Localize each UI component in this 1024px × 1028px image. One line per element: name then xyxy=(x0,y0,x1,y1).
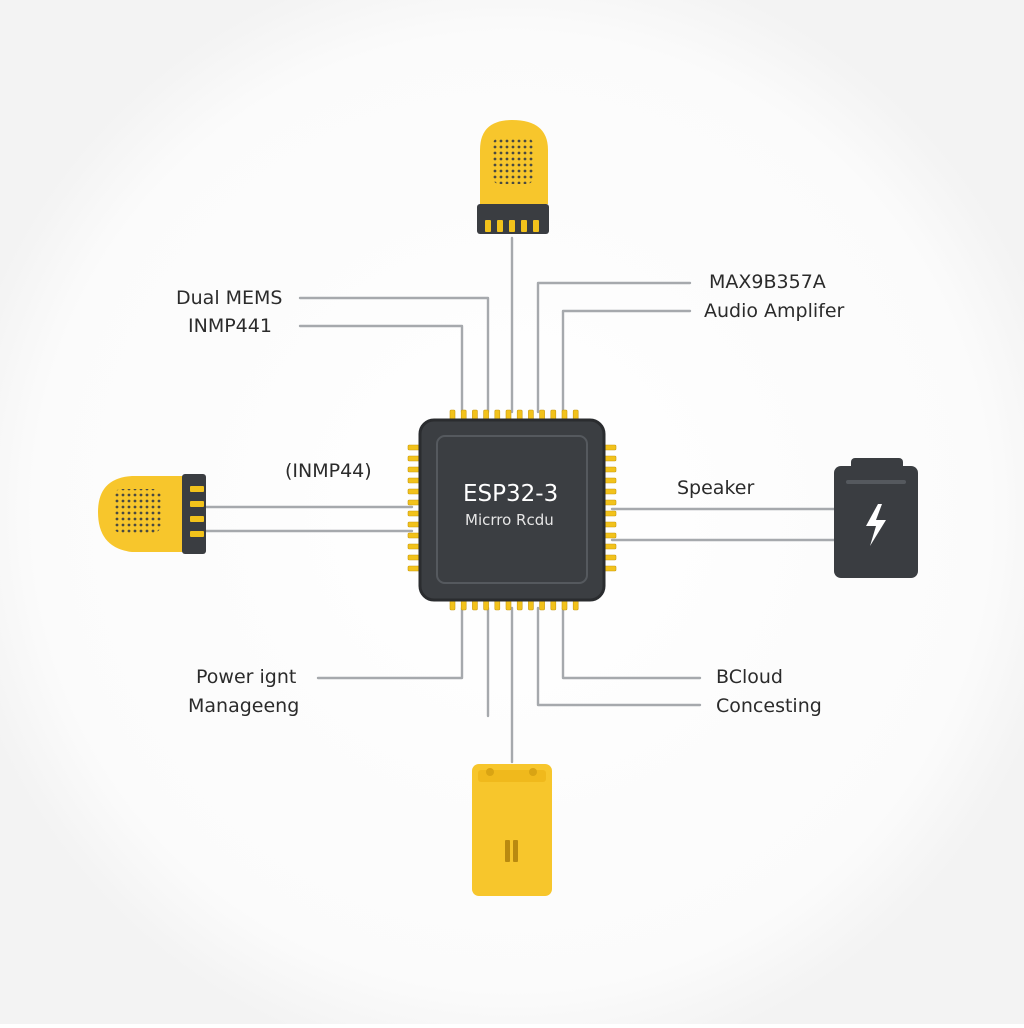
connector-pin xyxy=(533,220,539,232)
wire-mems-line1 xyxy=(298,296,490,414)
microphone-connector xyxy=(477,204,549,234)
wire-amp-line1 xyxy=(536,281,692,414)
connector-pin xyxy=(190,531,204,537)
microphone-grill xyxy=(113,489,161,533)
chip-subtitle: Micrro Rcdu xyxy=(465,511,554,529)
connector-pin xyxy=(497,220,503,232)
battery-band xyxy=(846,480,906,484)
wire-mems-line2 xyxy=(298,324,464,414)
label-amp-desc: Audio Amplifer xyxy=(704,300,845,322)
connector-pin xyxy=(190,516,204,522)
microphone-connector-pins xyxy=(190,486,204,537)
microphone-grill xyxy=(493,138,533,184)
label-cloud: BCloud xyxy=(716,666,783,688)
connector-pin xyxy=(485,220,491,232)
chip-die-outline xyxy=(436,435,588,584)
power-module-top-band xyxy=(478,770,546,782)
label-inmp441: INMP441 xyxy=(188,315,272,337)
label-left-mic: (INMP44) xyxy=(285,460,372,482)
wires xyxy=(204,236,836,764)
power-module-rivet xyxy=(486,768,494,776)
power-module-glyph xyxy=(505,840,518,862)
wire-amp-line2 xyxy=(561,309,692,414)
label-speaker: Speaker xyxy=(677,477,755,499)
label-power: Power ignt xyxy=(196,666,297,688)
label-connecting: Concesting xyxy=(716,695,822,717)
connector-pin xyxy=(521,220,527,232)
connector-pin xyxy=(190,501,204,507)
power-module-rivet xyxy=(529,768,537,776)
chip-title: ESP32-3 xyxy=(463,481,559,507)
wire-power-1 xyxy=(316,606,464,680)
wire-cloud-2 xyxy=(536,606,702,707)
microphone-connector-pins xyxy=(485,220,539,232)
top-microphone xyxy=(477,120,549,234)
lightning-icon xyxy=(866,504,886,546)
label-dual-mems: Dual MEMS xyxy=(176,287,283,309)
label-amp-part: MAX9B357A xyxy=(709,271,826,293)
wire-cloud-1 xyxy=(561,606,702,680)
power-module-icon xyxy=(472,764,552,896)
left-microphone xyxy=(98,474,206,554)
speaker-battery-module xyxy=(834,458,918,578)
label-management: Manageeng xyxy=(188,695,300,717)
connector-pin xyxy=(509,220,515,232)
connector-pin xyxy=(190,486,204,492)
esp32-chip xyxy=(418,418,606,602)
chip-body xyxy=(418,418,606,602)
power-module xyxy=(472,764,552,896)
